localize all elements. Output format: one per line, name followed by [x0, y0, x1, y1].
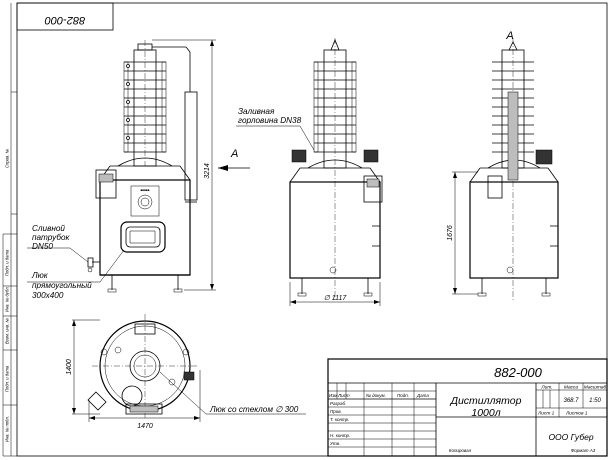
front-callouts: Сливной патрубок DN50 Люк прямоугольный … [27, 224, 125, 300]
callout-drain-3: DN50 [32, 242, 53, 251]
col-podp: Подп. [397, 393, 409, 398]
svg-text:■■■■■: ■■■■■ [140, 188, 149, 192]
side-stamp: Инв. № дубл. [5, 286, 10, 312]
front-view: ■■■■■ [87, 40, 198, 293]
top-height-dimension: 1400 [66, 319, 100, 415]
side-diameter-dimension: ∅ 1117 [289, 282, 381, 306]
col-izm: Изм [329, 393, 337, 398]
side-stamp: Инв. № подл. [5, 416, 10, 442]
row-tkontr: Т. контр. [330, 417, 349, 422]
view-a-height-dimension: 1676 [447, 171, 478, 295]
callout-hatch-3: 300x400 [32, 291, 64, 300]
col-list: Лист [337, 393, 350, 398]
title-line-1: Дистиллятор [450, 395, 522, 407]
top-width-dimension: 1470 [88, 370, 201, 430]
top-width-value: 1470 [137, 423, 153, 430]
front-height-value: 3214 [204, 163, 211, 179]
format-label: Формат A3 [571, 448, 596, 453]
top-height-value: 1400 [66, 359, 73, 375]
view-a-height-value: 1676 [447, 225, 454, 241]
view-a-label: A [505, 30, 513, 42]
callout-filler-1: Заливная [238, 107, 275, 116]
mass-value: 368.7 [563, 398, 579, 404]
front-height-dimension: 3214 [152, 39, 216, 291]
row-razrab: Разраб. [330, 401, 346, 406]
row-prov: Пров. [330, 409, 342, 414]
callout-drain-1: Сливной [32, 224, 65, 233]
side-callout: Заливная горловина DN38 [236, 107, 315, 151]
callout-hatch-2: прямоугольный [32, 281, 92, 290]
company-name: ООО Губер [548, 432, 593, 442]
callout-glass-hatch: Люк со стеклом ∅ 300 [209, 405, 299, 414]
side-diameter-value: ∅ 1117 [324, 295, 348, 302]
sheets-label: Листов 1 [565, 411, 588, 417]
mass-label: Масса [564, 385, 579, 391]
title-block [327, 358, 608, 457]
view-a: A [469, 30, 559, 300]
col-ndoc: № докум. [366, 393, 386, 398]
title-doc-number: 882-000 [494, 365, 542, 380]
view-arrow-label: A [230, 148, 238, 160]
callout-hatch-1: Люк [31, 271, 49, 280]
scale-value: 1:50 [589, 398, 601, 404]
row-utv: Утв. [330, 441, 340, 446]
top-callout: Люк со стеклом ∅ 300 [159, 371, 306, 415]
col-data: Дата [416, 393, 429, 398]
mirror-number: 882-000 [44, 14, 85, 26]
copied-label: Копировал [449, 448, 472, 453]
side-view [289, 38, 383, 300]
view-arrow-a: A [218, 148, 250, 171]
side-stamp: Взам. инв. № [5, 318, 10, 344]
callout-drain-2: патрубок [32, 233, 71, 242]
mirror-number-box: 882-000 [16, 2, 114, 31]
top-view [87, 314, 198, 418]
side-stamp: Подп. и дата [5, 249, 10, 276]
side-stamp: Справ. № [5, 149, 10, 168]
title-line-2: 1000л [471, 407, 500, 419]
row-nkontr: Н. контр. [330, 433, 350, 438]
callout-filler-2: горловина DN38 [238, 116, 302, 125]
scale-label: Масштаб [584, 385, 607, 391]
lit-label: Лит. [540, 385, 552, 391]
sheet-label: Лист 1 [537, 411, 555, 417]
column-plates [123, 61, 167, 153]
side-stamp: Подп. и дата [5, 365, 10, 392]
side-column-plates [313, 61, 357, 153]
